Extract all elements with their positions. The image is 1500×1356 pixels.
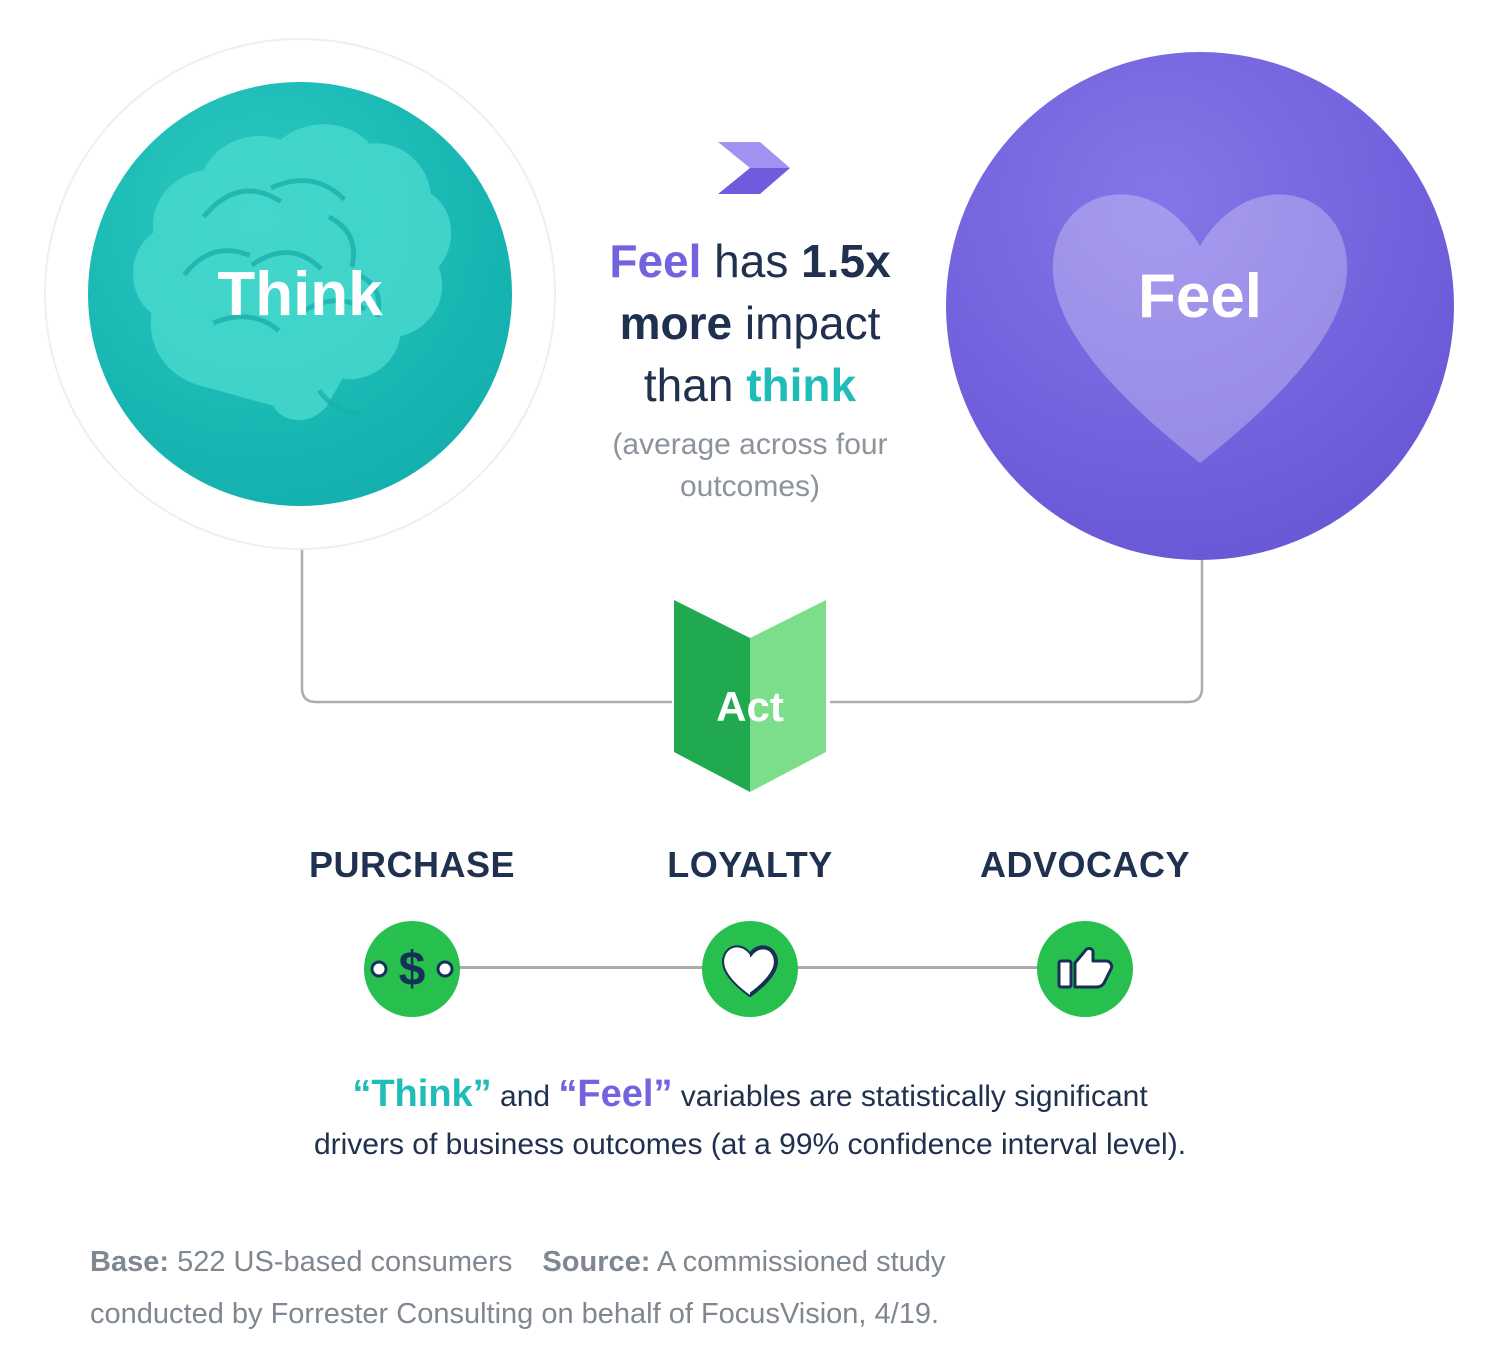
headline: Feel has 1.5x more impact than think bbox=[609, 235, 891, 411]
significance-note: “Think” and “Feel” variables are statist… bbox=[313, 1073, 1187, 1161]
act-chevron-icon bbox=[674, 600, 826, 792]
think-circle: Think bbox=[88, 82, 512, 506]
significance-feel: “Feel” bbox=[558, 1073, 673, 1115]
outcome-purchase: PURCHASE $ bbox=[252, 845, 572, 1017]
brain-icon bbox=[133, 124, 452, 421]
forward-chevron-icon bbox=[718, 142, 790, 194]
outcome-loyalty: LOYALTY bbox=[590, 845, 910, 1017]
loyalty-circle bbox=[702, 921, 798, 1017]
feel-circle: Feel bbox=[946, 52, 1454, 560]
act-label: Act bbox=[716, 683, 784, 730]
headline-feel: Feel bbox=[609, 235, 702, 287]
heart-icon bbox=[1052, 194, 1348, 464]
advocacy-circle bbox=[1037, 921, 1133, 1017]
act-ribbon: Act bbox=[674, 600, 826, 792]
outcome-advocacy: ADVOCACY bbox=[925, 845, 1245, 1017]
svg-text:$: $ bbox=[399, 943, 426, 996]
think-label: Think bbox=[217, 260, 383, 329]
source-label: Source: bbox=[542, 1246, 651, 1278]
footer-note: Base: 522 US-based consumers Source: A c… bbox=[90, 1236, 1190, 1340]
feel-label: Feel bbox=[1137, 262, 1263, 331]
significance-think: “Think” bbox=[352, 1073, 492, 1115]
base-label: Base: bbox=[90, 1246, 169, 1278]
purchase-circle: $ bbox=[364, 921, 460, 1017]
footer-line2: conducted by Forrester Consulting on beh… bbox=[90, 1298, 940, 1330]
dollar-coin-icon: $ bbox=[370, 943, 454, 996]
loyalty-label: LOYALTY bbox=[667, 844, 833, 885]
advocacy-label: ADVOCACY bbox=[979, 844, 1190, 885]
footer-line1: Base: 522 US-based consumers Source: A c… bbox=[90, 1246, 946, 1278]
headline-note: (average across four outcomes) bbox=[612, 428, 888, 503]
heart-outline-icon bbox=[722, 945, 778, 997]
headline-think: think bbox=[746, 359, 857, 411]
thumbs-up-icon bbox=[1057, 947, 1114, 989]
purchase-label: PURCHASE bbox=[308, 844, 516, 885]
